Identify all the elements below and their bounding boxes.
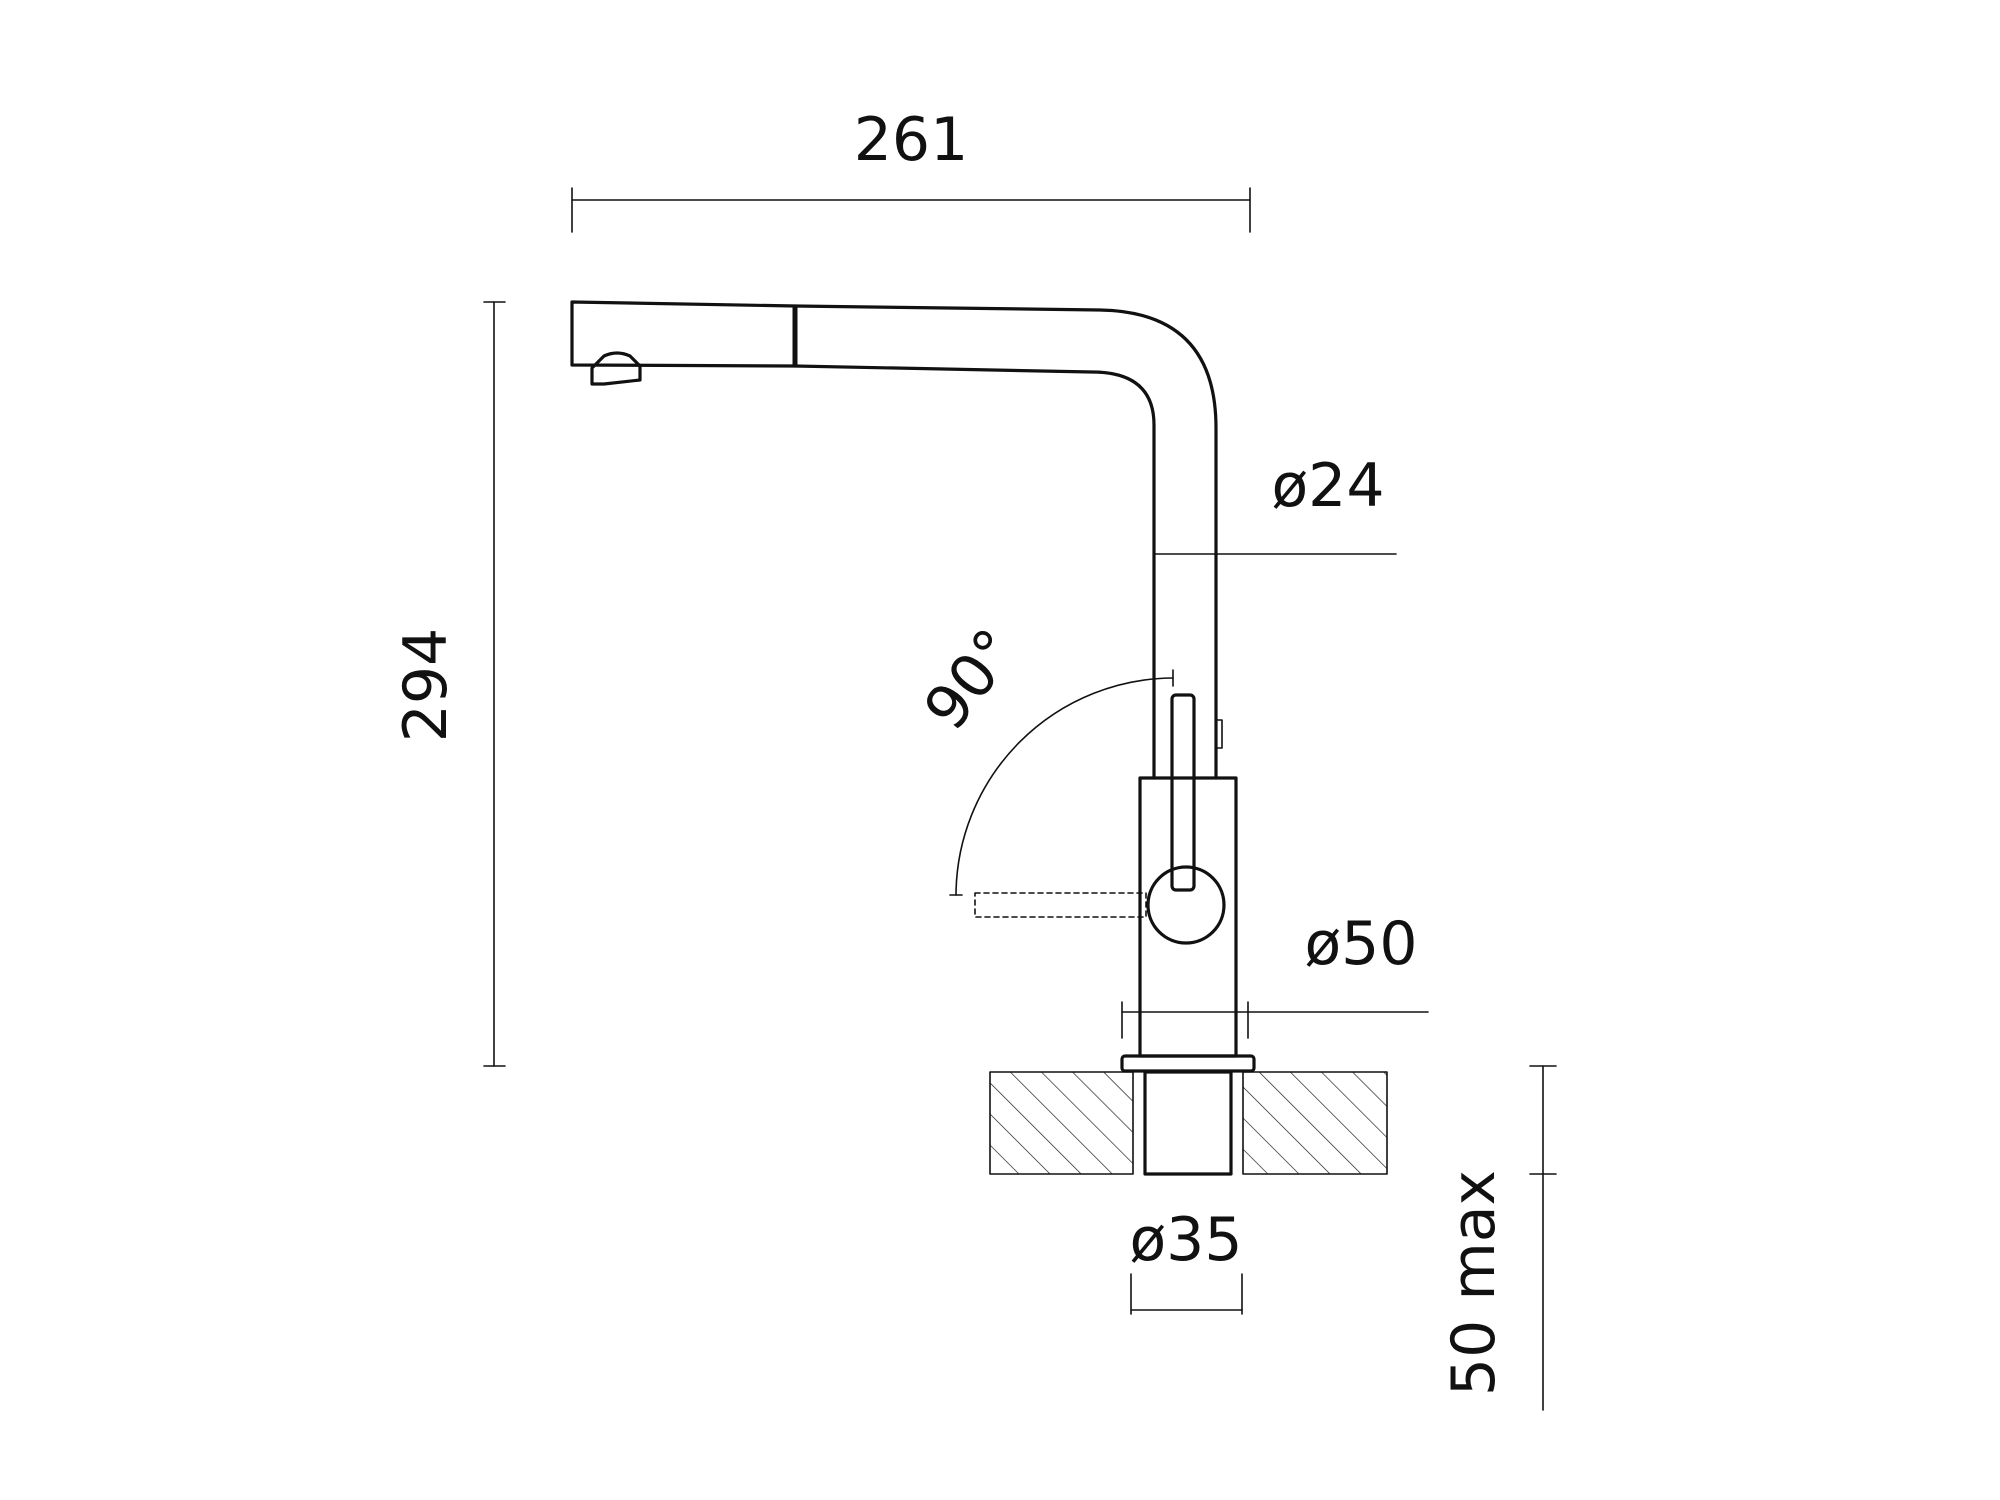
label-total-height: 294 xyxy=(391,628,461,743)
lever-open-position xyxy=(974,892,1147,918)
faucet-column-outer xyxy=(793,304,1218,780)
dim-spout-reach: 261 xyxy=(571,105,1251,233)
label-lever-angle: 90° xyxy=(911,616,1032,743)
label-counter-thickness: 50 max xyxy=(1439,1170,1509,1396)
faucet xyxy=(570,300,1256,1176)
lever-handle xyxy=(1170,693,1196,892)
dim-shank-diameter: ø35 xyxy=(1129,1205,1243,1315)
label-spout-reach: 261 xyxy=(854,105,969,175)
dim-lever-angle: 90° xyxy=(911,616,1174,896)
countertop xyxy=(989,1071,1388,1175)
lever-knob xyxy=(1146,865,1226,945)
label-body-diameter: ø50 xyxy=(1304,909,1417,979)
countertop-right-outline xyxy=(1242,1071,1388,1175)
column-button xyxy=(1215,719,1223,749)
dim-counter-thickness: 50 max xyxy=(1439,1065,1557,1411)
faucet-column-inner xyxy=(793,364,1156,780)
faucet-base-flange xyxy=(1120,1054,1256,1073)
label-shank-diameter: ø35 xyxy=(1129,1205,1242,1275)
dim-arc-90 xyxy=(955,677,1174,896)
faucet-shank xyxy=(1143,1070,1233,1176)
countertop-right-hatch xyxy=(1243,1072,1387,1174)
label-spout-diameter: ø24 xyxy=(1271,451,1384,521)
spray-nozzle xyxy=(590,351,642,386)
countertop-left-hatch xyxy=(990,1072,1133,1174)
dim-body-diameter: ø50 xyxy=(1121,909,1429,1039)
countertop-left-outline xyxy=(989,1071,1134,1175)
dim-total-height: 294 xyxy=(391,301,506,1067)
dim-spout-diameter: ø24 xyxy=(1153,451,1397,555)
spray-head xyxy=(570,300,797,368)
